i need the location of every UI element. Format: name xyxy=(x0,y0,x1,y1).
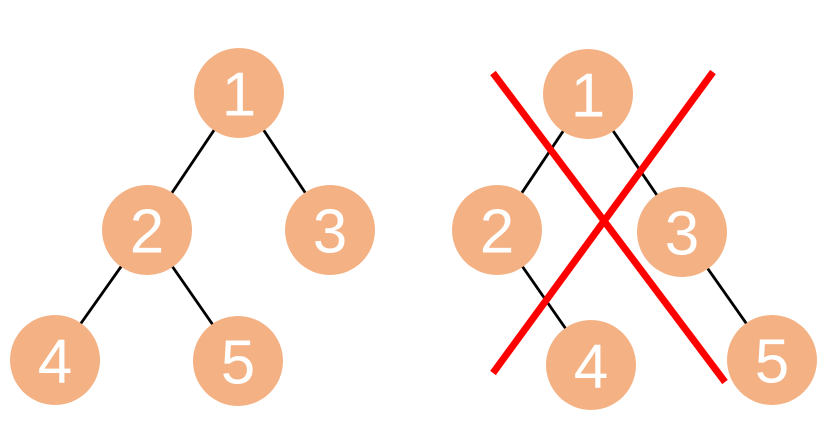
tree-node-2 xyxy=(102,185,192,275)
tree-node-1 xyxy=(543,49,633,139)
tree-node-2 xyxy=(452,185,542,275)
tree-node-label-5: 5 xyxy=(221,328,255,397)
tree-node-3 xyxy=(637,187,727,277)
cross-out-stroke-1 xyxy=(490,70,728,385)
tree-node-1 xyxy=(194,48,284,138)
valid-tree: 12 3 4 5 xyxy=(10,48,375,406)
invalid-tree-crossed-out: 12 34 5 xyxy=(452,49,817,410)
tree-node-label-5: 5 xyxy=(755,327,789,396)
tree-node-label-1: 1 xyxy=(571,61,605,130)
tree-node-label-1: 1 xyxy=(222,60,256,129)
tree-node-5 xyxy=(727,315,817,405)
tree-node-label-4: 4 xyxy=(574,332,608,401)
tree-node-5 xyxy=(193,316,283,406)
tree-node-label-2: 2 xyxy=(480,197,514,266)
tree-node-label-2: 2 xyxy=(130,197,164,266)
tree-node-4 xyxy=(546,320,636,410)
tree-node-label-4: 4 xyxy=(38,327,72,396)
cross-out-stroke-2 xyxy=(490,69,716,376)
tree-node-4 xyxy=(10,315,100,405)
tree-node-label-3: 3 xyxy=(313,197,347,266)
tree-node-label-3: 3 xyxy=(665,199,699,268)
tree-node-3 xyxy=(285,185,375,275)
